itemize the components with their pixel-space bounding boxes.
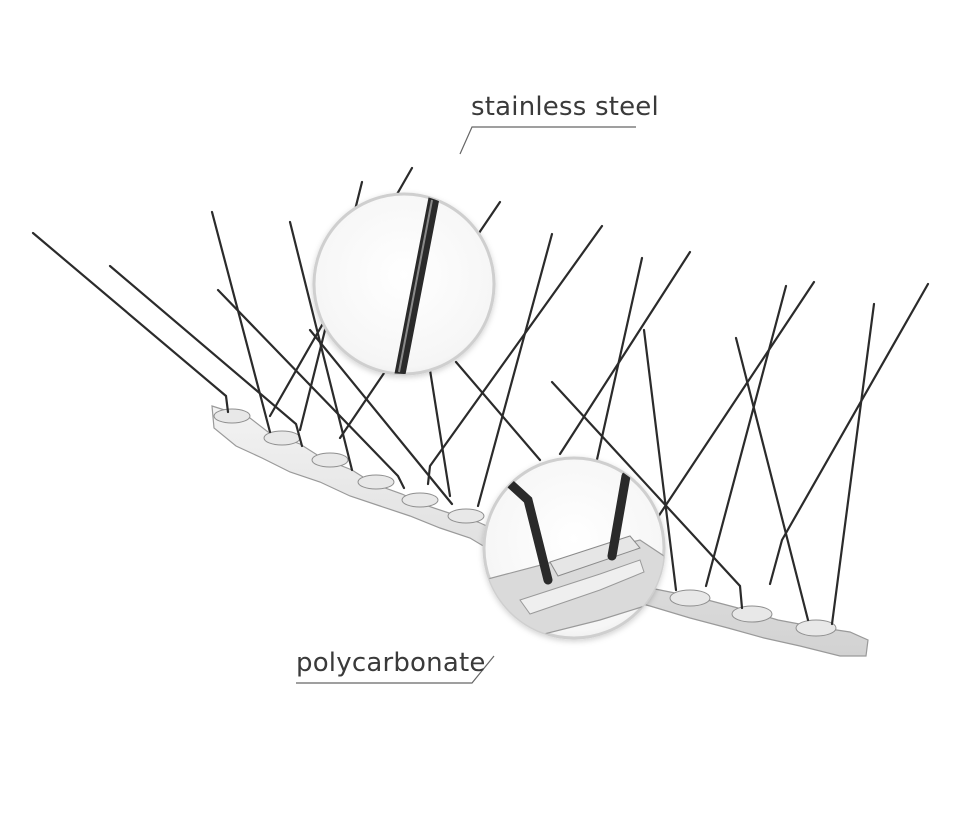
- spike: [428, 368, 452, 498]
- spike: [550, 380, 744, 610]
- stainless-steel-magnifier: [312, 192, 496, 376]
- stainless-steel-label: stainless steel: [471, 92, 659, 122]
- spike: [768, 282, 930, 586]
- spike: [426, 224, 604, 486]
- spike: [216, 288, 406, 490]
- spike: [734, 336, 810, 622]
- spike: [654, 280, 816, 522]
- stainless-steel-spikes: [31, 166, 930, 626]
- stainless-steel-callout: [459, 126, 636, 155]
- spike: [31, 231, 230, 414]
- spike: [210, 210, 272, 434]
- polycarbonate-magnifier: [482, 456, 666, 640]
- polycarbonate-callout: [296, 655, 495, 684]
- spike: [476, 232, 554, 508]
- spike: [830, 302, 876, 626]
- spike: [642, 328, 678, 592]
- spike: [108, 264, 304, 448]
- spike: [704, 284, 788, 588]
- polycarbonate-base: [211, 405, 869, 657]
- spike: [558, 250, 692, 456]
- callout-lines: [296, 126, 636, 684]
- spike: [454, 360, 542, 462]
- polycarbonate-label: polycarbonate: [296, 648, 486, 678]
